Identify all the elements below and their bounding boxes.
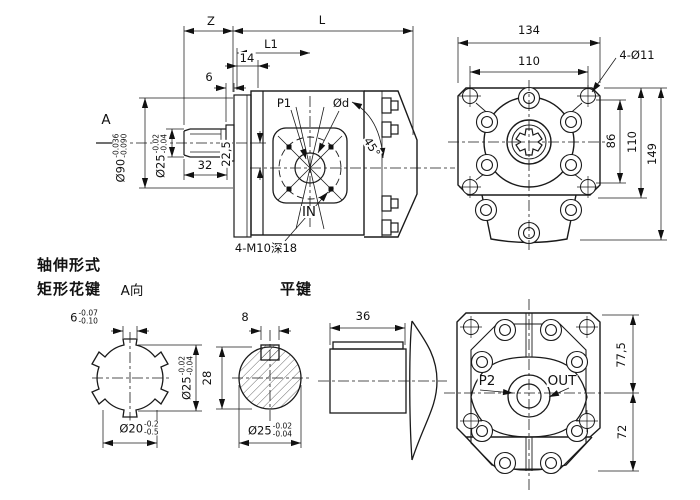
front-centerlines	[448, 80, 610, 250]
dim-6-label: 6	[204, 70, 214, 84]
key-dia25-dim: Ø25-0.02-0.04	[246, 421, 294, 438]
side-leaders	[96, 101, 386, 242]
rear-dimensions	[598, 314, 639, 472]
outlet-out-label: OUT	[546, 373, 578, 389]
side-dimensions	[139, 26, 414, 189]
spline-dia20-dim: Ø20-0.2-0.5	[118, 419, 160, 436]
rear-corner-holes	[460, 316, 598, 432]
view-a-arrow-label: A	[100, 112, 112, 128]
m10-thread-holes	[286, 144, 334, 192]
key-shaft-side-view	[318, 320, 447, 461]
rear-centerlines	[444, 299, 612, 492]
rear-cover	[364, 90, 418, 238]
flange-plate	[233, 94, 252, 238]
spline-tooth-width-dim: 6-0.07-0.10	[69, 308, 99, 325]
dim-134-label: 134	[517, 23, 541, 37]
dim-l-label: L	[317, 13, 327, 27]
rear-boss	[470, 323, 587, 470]
flat-key-section	[216, 320, 447, 461]
holes-4-d11-label: 4-Ø11	[618, 48, 656, 62]
port-p1-label: P1	[275, 96, 293, 110]
rear-leaders	[479, 387, 570, 398]
key-length-36-label: 36	[354, 309, 372, 323]
port-p2-label: P2	[477, 373, 497, 389]
spline-profile	[91, 338, 169, 418]
spline-centerlines	[92, 332, 172, 428]
key-width-8-label: 8	[240, 310, 250, 324]
bolt-profiles	[381, 97, 399, 236]
dim-110-right-label: 110	[625, 130, 639, 154]
front-dimensions	[457, 37, 667, 241]
dim-14-label: 14	[238, 51, 256, 65]
heading-rect-spline: 矩形花键	[36, 280, 102, 298]
view-a-title: A向	[119, 283, 145, 299]
key-dim-28-label: 28	[200, 369, 214, 387]
front-view	[448, 37, 667, 250]
dim-72-label: 72	[615, 423, 629, 441]
side-view	[96, 26, 455, 242]
inlet-in-label: IN	[300, 204, 318, 220]
side-centerlines	[96, 96, 455, 228]
thread-note-label: 4-M10深18	[233, 241, 299, 255]
front-ring-bolts	[474, 86, 583, 245]
key-centerlines	[232, 330, 312, 428]
front-corner-holes	[459, 85, 599, 198]
dia90-dim: Ø90-0.036-0.090	[111, 132, 128, 184]
dim-l1-label: L1	[263, 37, 279, 51]
spline-section	[91, 326, 202, 448]
dia-d-label: Ød	[331, 96, 351, 110]
flat-key-title: 平键	[279, 280, 313, 298]
dim-32-label: 32	[196, 158, 214, 172]
dim-110-top-label: 110	[517, 54, 541, 68]
rear-ring-bolts	[470, 318, 589, 475]
pump-body	[250, 90, 365, 236]
dim-22-5-label: 22,5	[219, 140, 233, 168]
spline-dimensions	[102, 326, 202, 448]
dim-149-label: 149	[645, 142, 659, 166]
dim-86-label: 86	[604, 132, 618, 150]
rear-slot-lines	[525, 313, 533, 471]
flange-silhouette	[409, 320, 438, 461]
dim-z-label: Z	[206, 14, 216, 28]
dia25-shaft-dim: Ø25-0.02-0.04	[151, 132, 168, 180]
rear-view	[444, 299, 639, 492]
spline-dia25-dim: Ø25-0.02-0.04	[177, 354, 194, 402]
dim-77-5-label: 77,5	[614, 341, 628, 369]
key-dimensions	[216, 326, 302, 448]
heading-shaft-form: 轴伸形式	[36, 256, 102, 274]
rear-outline	[456, 312, 601, 438]
front-outline	[457, 87, 601, 196]
rear-gear-chamber	[470, 356, 588, 438]
